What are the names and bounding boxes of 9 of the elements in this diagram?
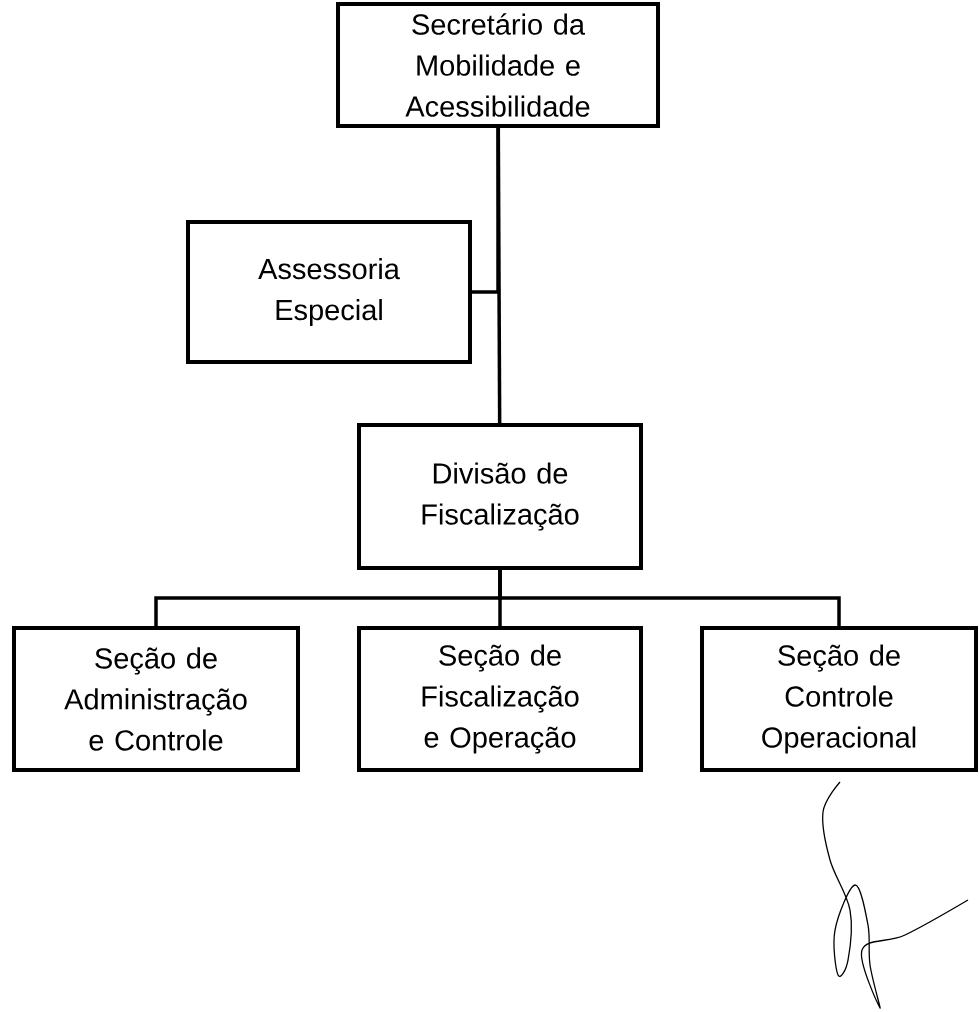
org-box: Seção de Administração e Controle — [12, 626, 300, 772]
connector-line — [496, 128, 502, 424]
org-box: Assessoria Especial — [186, 220, 472, 364]
connector-line — [498, 570, 841, 626]
org-box: Seção de Fiscalização e Operação — [357, 626, 643, 772]
connector-line — [472, 128, 500, 294]
org-box: Divisão de Fiscalização — [357, 423, 643, 570]
org-box: Secretário da Mobilidade e Acessibilidade — [336, 2, 660, 128]
org-box: Seção de Controle Operacional — [700, 626, 978, 772]
